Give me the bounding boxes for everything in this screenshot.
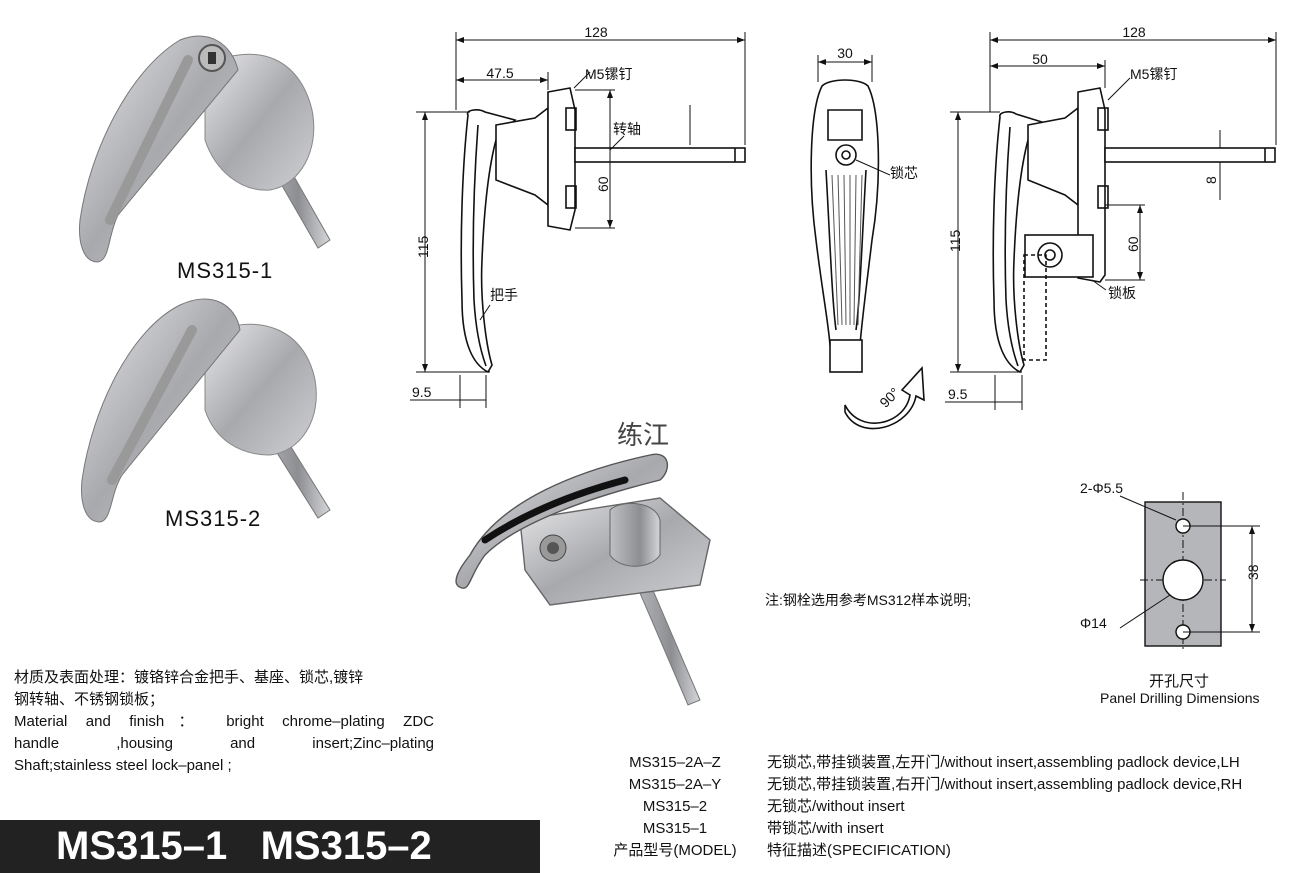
- dim-base-height: 60: [595, 176, 611, 192]
- dim-shaft-size: 8: [1203, 176, 1219, 184]
- panel-title-en: Panel Drilling Dimensions: [1100, 690, 1260, 706]
- label-screw: M5镙钉: [585, 66, 632, 82]
- model-banner: MS315–1 MS315–2: [0, 820, 540, 873]
- panel-drilling-drawing: [1119, 492, 1260, 652]
- right-view-drawing: [992, 87, 1276, 374]
- label-lock-core: 锁芯: [890, 165, 918, 181]
- dim-tip-offset: 9.5: [412, 384, 432, 400]
- dim-right-overall-width: 128: [1122, 24, 1146, 40]
- dim-handle-offset: 47.5: [486, 65, 513, 81]
- spec-model-cell: MS315–2A–Y: [628, 776, 722, 793]
- product-image-ms315-1: [79, 35, 331, 263]
- product-image-ms315-2: [81, 298, 331, 523]
- label-rotation: 90°: [876, 384, 902, 410]
- side-view-drawing: [460, 87, 746, 374]
- model-label-ms315-1: MS315-1: [177, 258, 274, 283]
- dim-right-tip-offset: 9.5: [948, 386, 968, 402]
- dim-panel-height: 38: [1245, 564, 1261, 580]
- dim-handle-height: 115: [415, 235, 431, 258]
- material-en-line3: Shaft;stainless steel lock–panel ;: [14, 757, 232, 774]
- brand-watermark: 练江: [617, 421, 670, 451]
- material-cn-line2: 钢转轴、不锈钢锁板；: [14, 691, 165, 708]
- dim-overall-width: 128: [584, 24, 608, 40]
- spec-desc-cell: 带锁芯/with insert: [767, 820, 884, 837]
- label-lock-plate: 锁板: [1108, 285, 1136, 301]
- side-view-dimensions: [410, 32, 746, 408]
- label-right-screw: M5镙钉: [1130, 66, 1177, 82]
- material-description: 材质及表面处理：镀铬锌合金把手、基座、锁芯,镀锌 钢转轴、不锈钢锁板； Mate…: [14, 667, 434, 777]
- label-panel-center-hole: Φ14: [1080, 615, 1107, 631]
- dim-right-handle-height: 115: [947, 229, 963, 252]
- spec-desc-cell: 无锁芯,带挂锁装置,右开门/without insert,assembling …: [767, 776, 1243, 793]
- label-handle: 把手: [490, 287, 518, 303]
- material-en-line2: handle ,housing and insert;Zinc–plating: [14, 735, 434, 752]
- spec-model-cell: MS315–2: [642, 798, 708, 815]
- dim-right-base-height: 60: [1125, 236, 1141, 252]
- spec-desc-cell: 无锁芯,带挂锁装置,左开门/without insert,assembling …: [767, 754, 1240, 771]
- front-view-dimensions: [817, 55, 891, 176]
- spec-desc-cell: 无锁芯/without insert: [767, 798, 905, 815]
- spec-model-cell: MS315–1: [642, 820, 708, 837]
- front-view-grip-texture: [831, 174, 863, 326]
- perspective-image: [455, 453, 711, 706]
- spec-model-cell: MS315–2A–Z: [629, 754, 721, 771]
- label-panel-holes: 2-Φ5.5: [1080, 480, 1123, 496]
- rotation-arrow-icon: [844, 366, 925, 430]
- dim-right-offset: 50: [1032, 51, 1048, 67]
- model-label-ms315-2: MS315-2: [165, 506, 262, 531]
- panel-title-cn: 开孔尺寸: [1149, 673, 1210, 690]
- material-cn-line1: 材质及表面处理：镀铬锌合金把手、基座、锁芯,镀锌: [14, 669, 364, 686]
- dim-front-width: 30: [837, 45, 853, 61]
- right-view-dimensions: [945, 32, 1277, 410]
- label-shaft: 转轴: [613, 121, 641, 137]
- note-text: 注:钢栓选用参考MS312样本说明;: [765, 592, 972, 608]
- spec-header-desc: 特征描述(SPECIFICATION): [767, 842, 951, 859]
- spec-header-model: 产品型号(MODEL): [613, 842, 737, 859]
- material-en-line1: Material and finish： bright chrome–plati…: [14, 713, 434, 730]
